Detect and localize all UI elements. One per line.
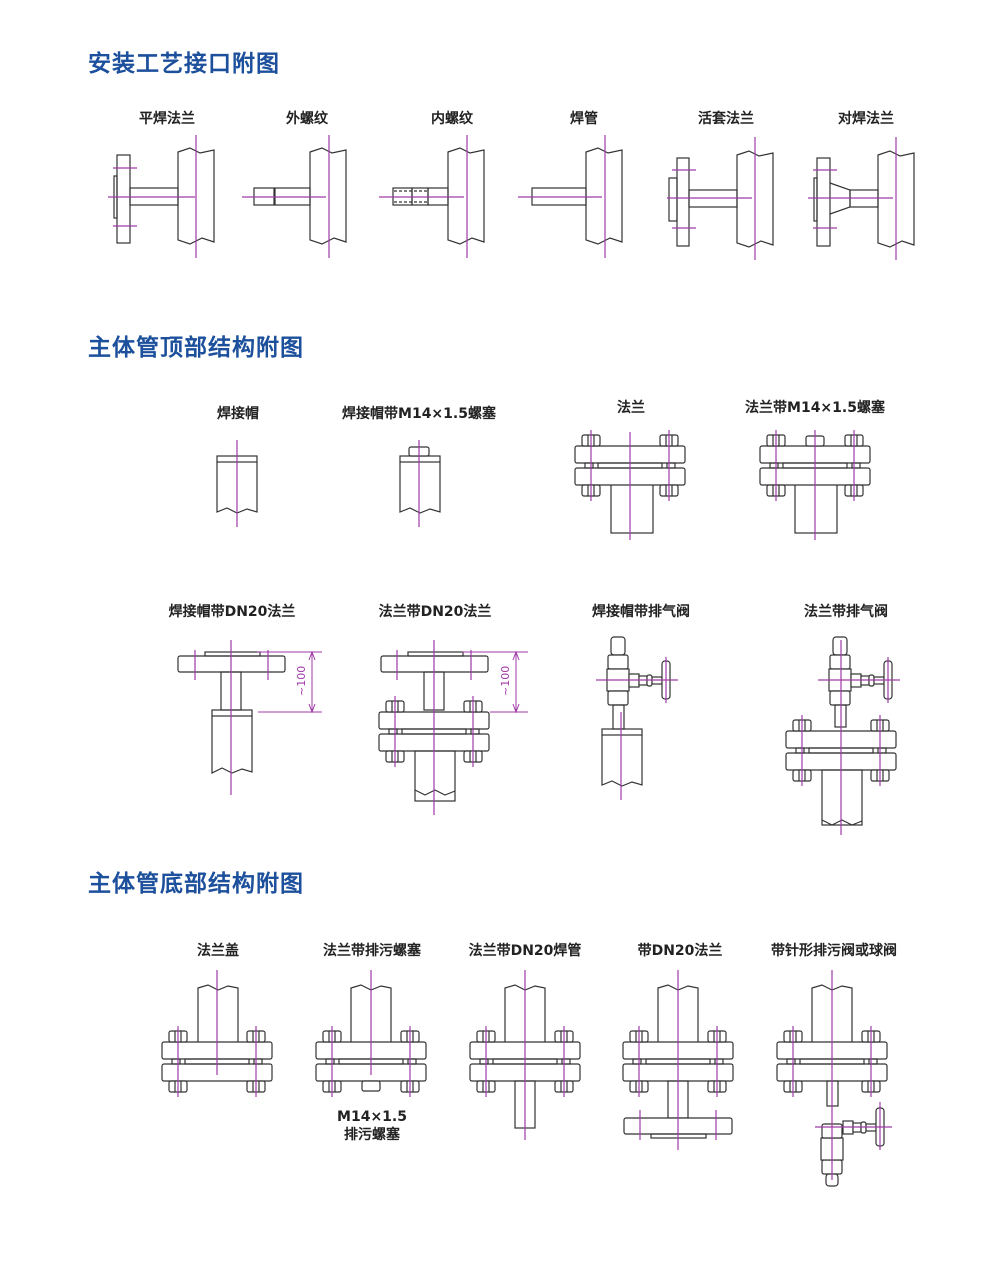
drawing-needle-valve — [777, 970, 892, 1187]
label-blind-flange: 法兰盖 — [197, 943, 239, 959]
label-weld-neck-flange: 对焊法兰 — [838, 111, 894, 127]
label-flange-vent-valve: 法兰带排气阀 — [804, 604, 888, 620]
label-needle-valve: 带针形排污阀或球阀 — [771, 943, 897, 959]
label-flange-plug: 法兰带M14×1.5螺塞 — [745, 400, 885, 416]
label-flange: 法兰 — [617, 400, 645, 416]
drawing-flange-vent-valve — [786, 636, 901, 835]
drawing-dn20-flange — [623, 970, 733, 1150]
drawing-external-thread — [242, 135, 347, 258]
label-slip-on-flange: 平焊法兰 — [139, 111, 195, 127]
drawing-flange-dn20-weld-pipe — [470, 970, 580, 1140]
label-weld-cap-plug: 焊接帽带M14×1.5螺塞 — [342, 406, 496, 422]
drawing-flange-drain-plug — [316, 970, 426, 1097]
label-flange-dn20-weld-pipe: 法兰带DN20焊管 — [468, 943, 582, 959]
label-weld-pipe: 焊管 — [570, 111, 598, 127]
drawing-internal-thread — [379, 135, 485, 258]
section-title-bottom-structure: 主体管底部结构附图 — [88, 871, 304, 897]
label-flange-drain-plug: 法兰带排污螺塞 — [323, 943, 421, 959]
label-internal-thread: 内螺纹 — [431, 111, 473, 127]
drawing-weld-cap-plug — [399, 440, 441, 527]
drawing-lap-joint-flange — [667, 137, 774, 260]
dimension-100-right: ~100 — [499, 666, 512, 696]
drawing-flange-plug — [760, 430, 870, 540]
label-lap-joint-flange: 活套法兰 — [698, 111, 754, 127]
drain-plug-note-spec: M14×1.5 — [337, 1109, 407, 1125]
label-dn20-flange: 带DN20法兰 — [637, 943, 723, 959]
drawing-flange-dn20-flange: ~100 — [379, 640, 528, 815]
label-flange-dn20-flange: 法兰带DN20法兰 — [378, 604, 492, 620]
drawing-weld-cap — [216, 440, 258, 527]
drawing-slip-on-flange — [108, 135, 215, 258]
section-title-install-interfaces: 安装工艺接口附图 — [88, 51, 280, 77]
drawing-weld-cap-vent-valve — [595, 636, 679, 800]
label-weld-cap: 焊接帽 — [217, 406, 259, 422]
drawing-weld-pipe — [518, 135, 623, 258]
drain-plug-note: M14×1.5 排污螺塞 — [337, 1108, 407, 1144]
drawing-weld-cap-dn20-flange: ~100 — [177, 640, 322, 795]
label-external-thread: 外螺纹 — [286, 111, 328, 127]
dimension-100-left: ~100 — [295, 666, 308, 696]
drain-plug-note-name: 排污螺塞 — [343, 1127, 400, 1143]
label-weld-cap-dn20-flange: 焊接帽带DN20法兰 — [168, 604, 296, 620]
drawing-flange — [575, 430, 685, 540]
label-weld-cap-vent-valve: 焊接帽带排气阀 — [592, 604, 690, 620]
section-title-top-structure: 主体管顶部结构附图 — [88, 335, 304, 361]
drawing-weld-neck-flange — [808, 137, 915, 260]
drawing-blind-flange — [162, 970, 272, 1097]
